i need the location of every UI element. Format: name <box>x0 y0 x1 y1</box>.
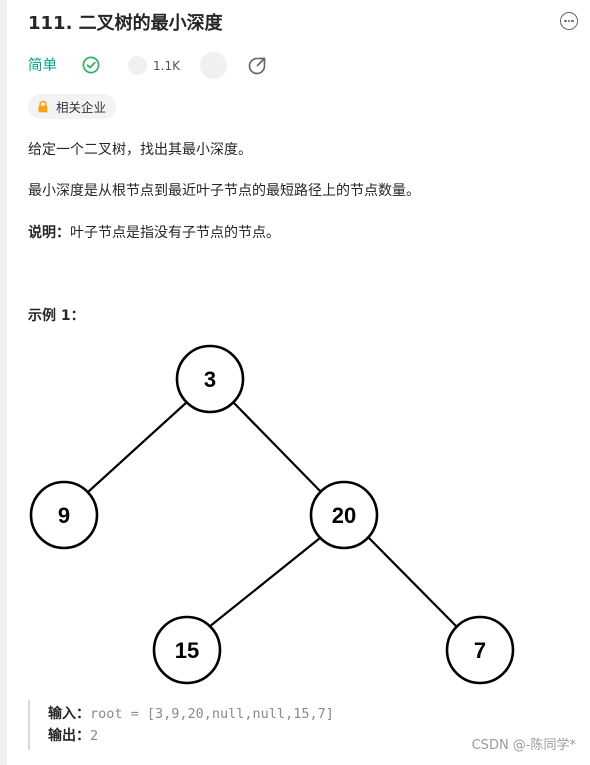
tree-node-label: 3 <box>204 367 216 392</box>
tree-edge-3-9 <box>87 401 188 493</box>
output-label: 输出： <box>48 728 90 744</box>
example-title: 示例 1： <box>28 308 85 324</box>
related-companies-tag[interactable]: 相关企业 <box>28 94 117 119</box>
tree-node-label: 7 <box>474 638 486 663</box>
input-label: 输入： <box>48 706 90 722</box>
tree-node-15 <box>152 615 222 685</box>
tree-edge-20-7 <box>368 537 458 628</box>
like-icon[interactable] <box>128 56 147 75</box>
tree-node-label: 9 <box>58 503 70 528</box>
note-text: 叶子节点是指没有子节点的节点。 <box>70 225 280 241</box>
problem-title: 111. 二叉树的最小深度 <box>28 13 223 34</box>
example-io-block: 输入：root = [3,9,20,null,null,15,7] 输出：2 <box>28 700 380 750</box>
tree-node-9 <box>29 480 99 550</box>
difficulty-badge: 简单 <box>28 58 57 74</box>
share-icon[interactable] <box>247 56 267 76</box>
output-value: 2 <box>90 728 99 744</box>
csdn-watermark: CSDN @-陈同学* <box>471 738 576 753</box>
tree-node-3 <box>175 344 245 414</box>
tree-node-20 <box>309 480 379 550</box>
note-label: 说明： <box>28 225 70 241</box>
more-options-icon[interactable] <box>560 12 578 30</box>
solved-check-icon <box>82 56 100 74</box>
example-output-line: 输出：2 <box>48 726 98 746</box>
tree-node-7 <box>445 615 515 685</box>
description-note: 说明：叶子节点是指没有子节点的节点。 <box>28 222 280 244</box>
left-border <box>0 0 7 765</box>
description-paragraph-1: 给定一个二叉树，找出其最小深度。 <box>28 142 252 158</box>
problem-header: 111. 二叉树的最小深度 <box>28 12 584 40</box>
tree-edge-20-15 <box>208 537 321 628</box>
example-tree-diagram: 3 9 20 15 7 <box>29 344 515 685</box>
tree-node-label: 20 <box>332 503 356 528</box>
related-companies-label: 相关企业 <box>56 100 107 115</box>
tree-node-label: 15 <box>175 638 199 663</box>
description-paragraph-2: 最小深度是从根节点到最近叶子节点的最短路径上的节点数量。 <box>28 183 420 199</box>
input-value: root = [3,9,20,null,null,15,7] <box>90 706 334 722</box>
like-count: 1.1K <box>153 59 180 73</box>
problem-meta-bar: 简单 1.1K <box>28 52 568 80</box>
tree-edge-3-20 <box>232 401 323 494</box>
lock-icon <box>38 100 48 113</box>
example-input-line: 输入：root = [3,9,20,null,null,15,7] <box>48 704 334 724</box>
favorite-button[interactable] <box>200 52 227 79</box>
